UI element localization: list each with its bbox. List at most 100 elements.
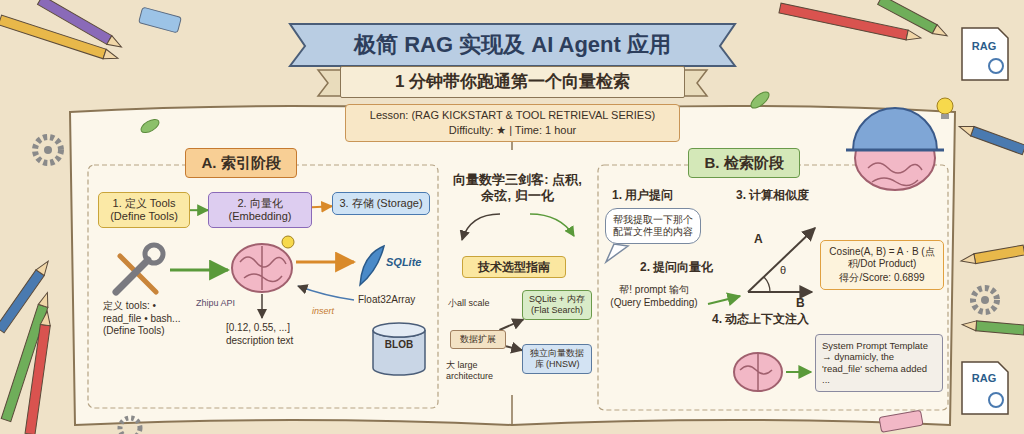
open-book <box>70 106 955 425</box>
text-label: 2. 提问向量化 <box>640 260 735 275</box>
pencil <box>878 0 950 40</box>
text-label: RAG <box>966 40 1002 54</box>
text-label: 大 large architecture <box>446 360 506 383</box>
pencil-tip <box>103 49 119 63</box>
magnifier-icon <box>989 59 1003 73</box>
text-box: System Prompt Template → dynamicly, the … <box>815 334 943 392</box>
flow-arrow <box>261 294 263 318</box>
text-box: 帮我提取一下那个配置文件里的内容 <box>605 208 701 244</box>
text-label: 4. 动态上下文注入 <box>712 312 830 327</box>
text-box: Lesson: (RAG KICKSTART & TOOL RETRIEVAL … <box>345 104 680 142</box>
text-label: 小all scale <box>448 298 518 309</box>
brain-folds <box>868 163 922 186</box>
text-label: Float32Array <box>358 294 432 307</box>
text-label: 1. 用户提问 <box>612 188 702 203</box>
angle-arc <box>764 277 770 292</box>
vector-b <box>748 291 812 293</box>
title-text: 极简 RAG 实现及 AI Agent 应用 <box>300 30 725 60</box>
pencil-tip <box>932 25 949 40</box>
node-text: B. 检索阶段 <box>695 154 793 172</box>
text-label: A <box>754 232 768 247</box>
flow-arrow <box>170 269 228 272</box>
text-box: 2. 向量化 (Embedding) <box>208 192 312 228</box>
node-text: 帮我提取一下那个配置文件里的内容 <box>612 214 694 238</box>
text-box: 技术选型指南 <box>462 256 566 278</box>
node-text: 1 分钟带你跑通第一个向量检索 <box>349 72 676 92</box>
pencil-body <box>971 126 1024 154</box>
text-label: 3. 计算相似度 <box>736 188 831 203</box>
node-text: Cosine(A, B) = A · B (点积/Dot Product) <box>827 246 937 270</box>
text-box: 1 分钟带你跑通第一个向量检索 <box>340 66 685 98</box>
brain-illustration <box>232 244 292 292</box>
pencil-body <box>25 324 50 434</box>
flow-arrow <box>296 261 354 264</box>
title-banner <box>290 24 735 66</box>
pencil-body <box>0 270 44 333</box>
sqlite-logo <box>360 246 384 285</box>
node-text: 2. 向量化 (Embedding) <box>214 197 306 223</box>
text-box: 3. 存储 (Storage) <box>332 192 430 215</box>
pencil <box>38 0 124 51</box>
pencil-body <box>0 15 106 59</box>
text-label: insert <box>312 306 352 317</box>
pencil-body <box>974 245 1024 264</box>
node-text: SQLite + 内存 (Flat Search) <box>526 294 588 316</box>
text-label: 定义 tools: • read_file • bash... (Define … <box>103 300 188 338</box>
node-text: BLOB <box>374 339 424 351</box>
magnifier-icon <box>989 393 1003 407</box>
connector-arrow <box>499 320 523 330</box>
database-cylinder: BLOB <box>372 322 426 376</box>
pencil-tip <box>906 30 922 43</box>
speech-bubble-tail <box>606 244 628 262</box>
text-label: 帮! prompt 输句 (Query Embedding) <box>604 284 704 309</box>
lightbulb-base <box>941 114 949 119</box>
page-panel <box>88 165 438 408</box>
document-icon <box>962 362 1008 414</box>
text-label: B <box>796 296 810 311</box>
text-box: A. 索引阶段 <box>185 148 297 178</box>
gear-hub <box>44 146 52 154</box>
pencil <box>25 311 52 434</box>
pencil-tip <box>38 291 52 307</box>
node-text: 3. 存储 (Storage) <box>338 197 424 210</box>
brain-folds <box>240 246 286 290</box>
text-box: B. 检索阶段 <box>688 148 800 178</box>
node-text: 数据扩展 <box>454 334 502 345</box>
gear-hub <box>981 296 989 304</box>
pencil <box>962 320 1024 335</box>
text-box: 1. 定义 Tools (Define Tools) <box>98 192 190 228</box>
node-text: 独立向量数据库 (HNSW) <box>526 348 588 370</box>
wrench-icon <box>116 260 148 292</box>
curved-arrow <box>462 214 500 240</box>
pencil-body <box>878 0 937 34</box>
eraser <box>139 7 182 33</box>
text-label: θ <box>780 264 794 278</box>
node-text: System Prompt Template → dynamicly, the … <box>822 340 936 386</box>
text-box: 数据扩展 <box>450 330 506 349</box>
document-icon <box>962 28 1008 80</box>
text-box: SQLite + 内存 (Flat Search) <box>522 290 592 320</box>
pencil-tip <box>962 320 977 331</box>
pencil-body <box>38 0 112 44</box>
gear <box>35 137 61 163</box>
gear <box>973 288 997 312</box>
wrench-icon <box>145 245 163 263</box>
node-text: A. 索引阶段 <box>192 154 290 172</box>
node-text: Difficulty: ★ | Time: 1 hour <box>354 124 671 137</box>
leaf <box>748 89 771 111</box>
lightbulb-icon <box>937 98 953 114</box>
curved-arrow <box>530 214 574 236</box>
node-text: Lesson: (RAG KICKSTART & TOOL RETRIEVAL … <box>354 109 671 122</box>
pencil-tip <box>960 254 976 266</box>
pencil-tip <box>107 36 124 52</box>
text-label: Zhipu API <box>196 298 244 309</box>
node-text: 得分/Score: 0.6899 <box>827 272 937 284</box>
text-label: 向量数学三剑客: 点积, 余弦, 归一化 <box>450 172 585 205</box>
text-label: [0.12, 0.55, ...] description text <box>226 322 326 347</box>
helmet-illustration <box>853 108 937 150</box>
flow-arrow <box>786 371 811 373</box>
page-panel <box>598 165 948 410</box>
eraser <box>879 410 923 432</box>
pencil-tip <box>36 258 52 275</box>
